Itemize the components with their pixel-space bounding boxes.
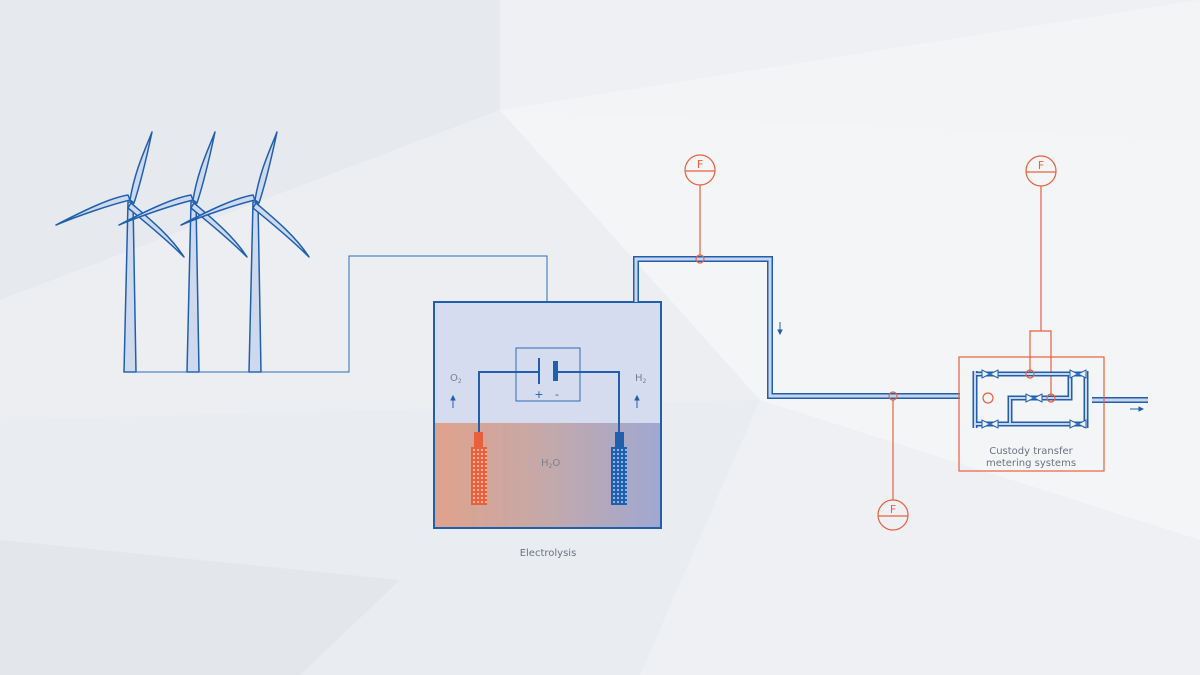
- down-arrow-icon: [777, 322, 783, 336]
- flow-meter-2-symbol: F: [890, 503, 896, 516]
- flow-meter-3[interactable]: [1025, 155, 1057, 398]
- flow-meter-2[interactable]: [877, 391, 909, 531]
- right-arrow-icon: [1130, 406, 1145, 412]
- flow-meter-1-symbol: F: [697, 158, 703, 171]
- cathode-electrode: [611, 432, 627, 505]
- oxygen-label: O2: [450, 373, 462, 385]
- flow-meter-1[interactable]: [684, 154, 716, 264]
- plus-sign: +: [534, 388, 543, 401]
- hydrogen-pipe: [633, 256, 1148, 403]
- wind-turbine-icon: [180, 131, 310, 373]
- water-label: H2O: [541, 458, 560, 470]
- power-cable: [124, 255, 548, 373]
- metering-label-line2: metering systems: [986, 458, 1076, 469]
- wind-turbine-icon: [55, 131, 185, 373]
- minus-sign: -: [555, 388, 559, 401]
- wind-turbine-icon: [118, 131, 248, 373]
- up-arrow-icon: [450, 394, 456, 408]
- flow-meter-3-symbol: F: [1038, 159, 1044, 172]
- wind-turbines: [55, 131, 310, 373]
- anode-electrode: [471, 432, 487, 505]
- metering-label-line1: Custody transfer: [989, 446, 1073, 457]
- electrolysis-label: Electrolysis: [520, 548, 577, 559]
- hydrogen-label: H2: [635, 373, 647, 385]
- power-supply: [478, 347, 620, 432]
- up-arrow-icon: [634, 394, 640, 408]
- metering-system: [958, 356, 1105, 472]
- valve-icons: [981, 369, 1087, 429]
